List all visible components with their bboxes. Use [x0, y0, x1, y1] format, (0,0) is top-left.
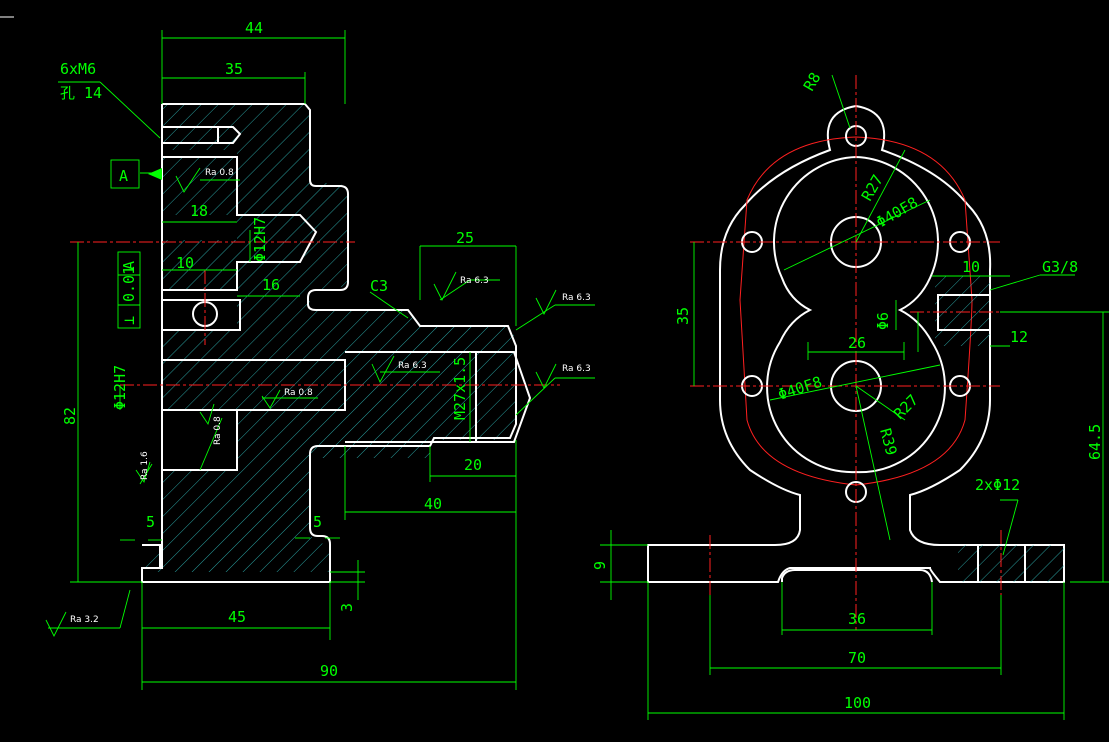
dim-9: 9: [591, 561, 609, 570]
chamfer-label: C3: [370, 277, 388, 295]
datum-label: A: [119, 167, 128, 185]
roughness-r7: Ra 0.8: [213, 416, 223, 445]
dim-5-left: 5: [146, 513, 155, 531]
roughness-r8: Ra 1.6: [140, 451, 150, 480]
roughness-r1: Ra 0.8: [205, 168, 234, 178]
port: [937, 294, 991, 331]
roughness-r4: Ra 6.3: [562, 364, 591, 374]
roughness-symbols: [45, 167, 557, 638]
datum-box: [110, 159, 140, 189]
dim-r8: R8: [800, 69, 825, 94]
dim-64-5: 64.5: [1086, 424, 1104, 460]
roughness-r2: Ra 6.3: [460, 276, 489, 286]
dim-3: 3: [338, 603, 356, 612]
bottom-inner: [162, 409, 238, 471]
dim-phi40-top: Φ40F8: [873, 193, 921, 231]
thread-label: M27x1.5: [451, 357, 469, 420]
roughness-r9: Ra 3.2: [70, 615, 99, 625]
dim-r27-bottom: R27: [890, 391, 922, 423]
base-recess: [781, 569, 933, 583]
thread-hole-note: 6xM6: [60, 60, 96, 78]
dim-82: 82: [61, 407, 79, 425]
dim-phi6: Φ6: [874, 312, 892, 330]
front-dimension-lines: [600, 74, 1109, 720]
step-top: [162, 156, 318, 291]
dim-100: 100: [844, 694, 871, 712]
datum-triangle: [148, 168, 162, 180]
section-body-outline: [141, 103, 517, 583]
dim-44: 44: [245, 19, 263, 37]
dim-2xphi12: 2xΦ12: [975, 476, 1020, 494]
bore-phi12-top: Φ12H7: [251, 217, 269, 262]
section-body-hatch: [145, 104, 516, 572]
dim-18: 18: [190, 202, 208, 220]
cross-hole: [162, 299, 241, 331]
dim-r27-top: R27: [858, 172, 887, 204]
dim-16: 16: [262, 276, 280, 294]
roughness-r6: Ra 0.8: [284, 388, 313, 398]
base-hatch: [958, 545, 1064, 582]
port-hatch: [935, 276, 990, 346]
dim-70: 70: [848, 649, 866, 667]
seal-line: [739, 136, 973, 486]
base-notch: [142, 544, 161, 568]
dim-40: 40: [424, 495, 442, 513]
dim-25: 25: [456, 229, 474, 247]
dim-g38: G3/8: [1042, 258, 1078, 276]
thread-hole-depth: 14: [84, 84, 102, 102]
thread-cone: [476, 351, 532, 443]
tolerance-value: 0.01: [120, 266, 138, 302]
dim-10: 10: [176, 254, 194, 272]
thread-bore: [345, 351, 477, 443]
dim-12: 12: [1010, 328, 1028, 346]
roughness-r3: Ra 6.3: [562, 293, 591, 303]
dim-20: 20: [464, 456, 482, 474]
tolerance-datum: A: [120, 261, 138, 270]
dim-26: 26: [848, 334, 866, 352]
bore-top-hole: [162, 126, 242, 144]
dim-45: 45: [228, 608, 246, 626]
section-view: 44 35 6xM6 孔 14 A Ra 0.8 18 10 16 25 C3 …: [45, 19, 595, 690]
dim-10-port: 10: [962, 258, 980, 276]
dim-36: 36: [848, 610, 866, 628]
dim-phi40-bottom: Φ40F8: [776, 373, 825, 404]
dim-5-right: 5: [313, 513, 322, 531]
tolerance-symbol: ⊥: [120, 316, 138, 325]
tolerance-frame: [117, 251, 141, 329]
dim-35: 35: [225, 60, 243, 78]
bore-phi12-left: Φ12H7: [111, 365, 129, 410]
dim-35-front: 35: [674, 307, 692, 325]
dim-r39: R39: [876, 426, 900, 457]
thread-hole-kanji: 孔: [60, 84, 75, 102]
dim-90: 90: [320, 662, 338, 680]
roughness-r5: Ra 6.3: [398, 361, 427, 371]
front-view: R8 R27 Φ40F8 10 G3/8 35 Φ6 26 12 Φ40F8 R…: [591, 69, 1109, 720]
section-dimension-lines: [48, 30, 595, 690]
